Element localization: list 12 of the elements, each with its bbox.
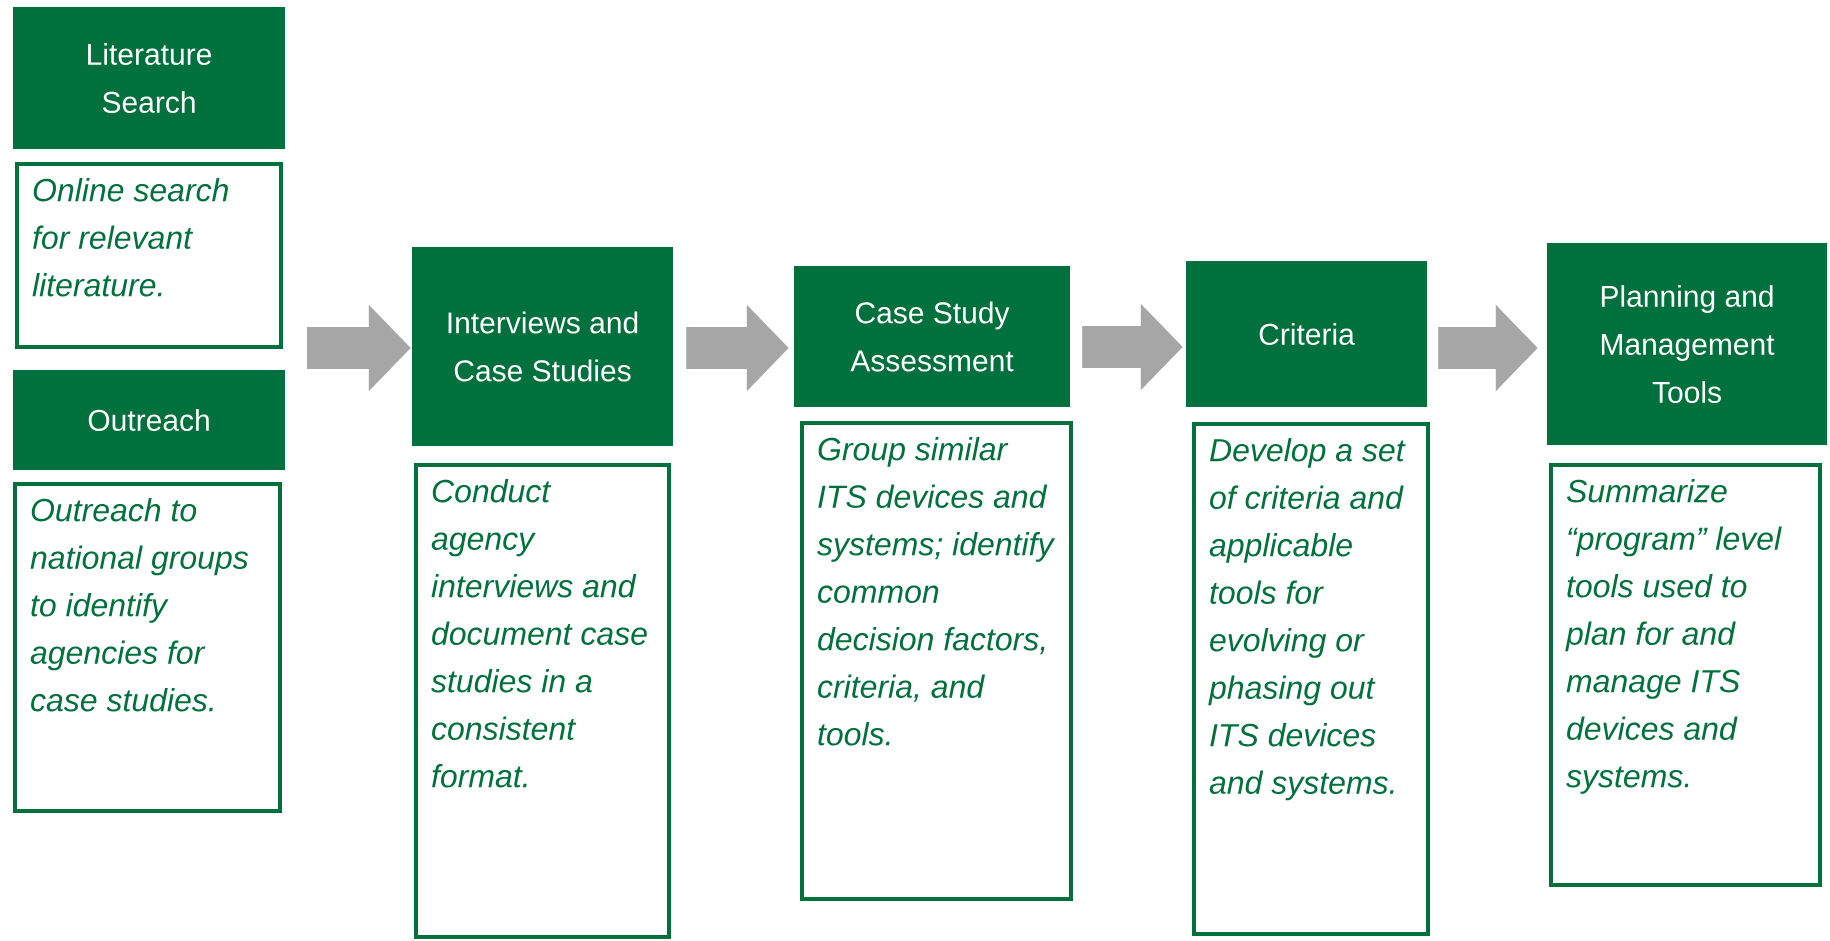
description-box: Develop a set of criteria and applicable tools for evolving or phasing out ITS devices and systems. (1192, 422, 1430, 936)
step-header: Interviews and Case Studies (412, 247, 673, 446)
description-box: Outreach to national groups to identify agencies for case studies. (13, 482, 282, 813)
step-header: Literature Search (13, 7, 285, 149)
description-box: Online search for relevant literature. (15, 162, 283, 349)
step-header: Planning and Management Tools (1547, 243, 1827, 445)
description-box: Group similar ITS devices and systems; identify common decision factors, criteria, and tools. (800, 421, 1073, 901)
step-header: Case Study Assessment (794, 266, 1070, 407)
step-header: Criteria (1186, 261, 1427, 407)
description-box: Summarize “program” level tools used to plan for and manage ITS devices and systems. (1549, 463, 1822, 887)
step-header: Outreach (13, 370, 285, 470)
description-box: Conduct agency interviews and document case studies in a consistent format. (414, 463, 671, 939)
